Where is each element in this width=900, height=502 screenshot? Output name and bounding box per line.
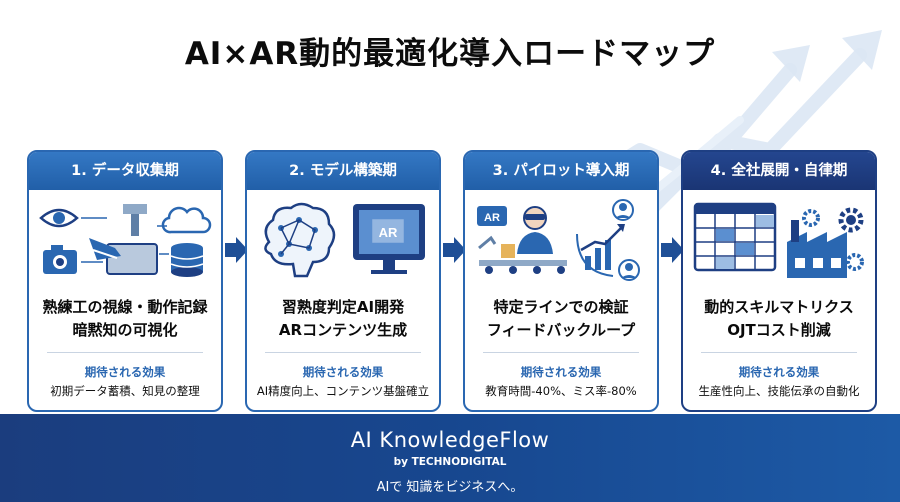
footer-banner: AI KnowledgeFlow by TECHNODIGITAL AIで 知識… xyxy=(0,414,900,502)
gear-icon xyxy=(802,207,864,271)
page-title: AI×AR動的最適化導入ロードマップ xyxy=(184,36,716,72)
phase-description: 特定ラインでの検証 フィードバックループ xyxy=(465,296,657,342)
skill-matrix-icon xyxy=(693,202,777,272)
effect-text: 生産性向上、技能伝承の自動化 xyxy=(698,384,860,398)
effect-text: 初期データ蓄積、知見の整理 xyxy=(50,384,200,398)
phase-line-2: ARコンテンツ生成 xyxy=(278,321,408,339)
eye-icon xyxy=(39,208,79,228)
phase-line-1: 特定ラインでの検証 xyxy=(493,298,629,316)
phase-line-2: OJTコスト削減 xyxy=(727,321,831,339)
svg-text:AR: AR xyxy=(379,225,398,240)
phase-card-3: 3. パイロット導入期 AR xyxy=(463,150,659,412)
feedback-loop-icon xyxy=(612,199,640,281)
svg-text:AR: AR xyxy=(484,212,500,224)
phase-description: 習熟度判定AI開発 ARコンテンツ生成 xyxy=(247,296,439,342)
brand-name: AI KnowledgeFlow xyxy=(350,428,550,452)
phase-line-2: フィードバックループ xyxy=(486,321,636,339)
phase-card-4: 4. 全社展開・自律期 動的スキルマトリクス OJTコスト削 xyxy=(681,150,877,412)
divider xyxy=(701,352,857,353)
pilot-illustration: AR xyxy=(477,199,640,281)
effect-label: 期待される効果 xyxy=(520,365,602,379)
phase-line-1: 熟練工の視線・動作記録 xyxy=(42,298,208,316)
data-collection-illustration xyxy=(39,204,212,277)
effect-label: 期待される効果 xyxy=(302,365,384,379)
effect-label: 期待される効果 xyxy=(84,365,166,379)
ar-headset-worker-icon: AR xyxy=(477,206,567,274)
model-building-illustration: AR xyxy=(264,202,425,278)
phase-description: 熟練工の視線・動作記録 暗黙知の可視化 xyxy=(29,296,221,342)
phase-card-1: 1. データ収集期 熟練工の視線・動 xyxy=(27,150,223,412)
divider xyxy=(47,352,203,353)
camera-icon xyxy=(43,245,77,274)
factory-icon xyxy=(787,220,847,278)
effect-label: 期待される効果 xyxy=(738,365,820,379)
next-arrow-icon xyxy=(443,237,466,263)
rollout-illustration xyxy=(693,202,864,278)
growth-chart-icon xyxy=(576,224,625,277)
phase-header: 3. パイロット導入期 xyxy=(465,152,657,190)
cloud-database-icon xyxy=(161,206,212,277)
phase-header: 2. モデル構築期 xyxy=(247,152,439,190)
worker-machine-icon xyxy=(89,204,158,275)
phase-header: 1. データ収集期 xyxy=(29,152,221,190)
phase-card-2: 2. モデル構築期 AR 習熟度判定AI開発 ARコンテンツ生成 期待される効果… xyxy=(245,150,441,412)
phase-header: 4. 全社展開・自律期 xyxy=(683,152,875,190)
brand-subtitle: by TECHNODIGITAL xyxy=(393,456,507,468)
next-arrow-icon xyxy=(225,237,248,263)
next-arrow-icon xyxy=(661,237,684,263)
phase-description: 動的スキルマトリクス OJTコスト削減 xyxy=(683,296,875,342)
tagline: AIで 知識をビジネスへ。 xyxy=(376,480,524,495)
brain-network-icon xyxy=(264,202,336,278)
phase-line-1: 動的スキルマトリクス xyxy=(704,298,854,316)
divider xyxy=(265,352,421,353)
effect-text: 教育時間-40%、ミス率-80% xyxy=(485,384,637,398)
divider xyxy=(483,352,639,353)
phase-line-2: 暗黙知の可視化 xyxy=(72,321,178,339)
effect-text: AI精度向上、コンテンツ基盤確立 xyxy=(256,384,430,398)
phase-line-1: 習熟度判定AI開発 xyxy=(281,298,405,316)
ar-monitor-icon: AR xyxy=(353,204,425,274)
